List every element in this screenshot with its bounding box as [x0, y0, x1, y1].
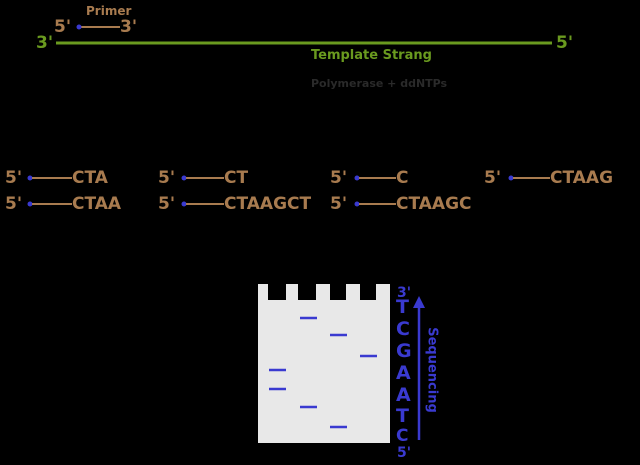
- template-five-prime: 5': [556, 33, 574, 53]
- fragment-seq: CTA: [72, 168, 108, 188]
- gel-base: C: [396, 426, 409, 446]
- fragment-dot: [181, 175, 187, 181]
- fragment-prime: 5': [158, 194, 176, 214]
- fragment-prime: 5': [330, 194, 348, 214]
- fragment-seq: CTAAGCT: [224, 194, 312, 214]
- fragment-dot: [508, 175, 514, 181]
- fragment-prime: 5': [5, 168, 23, 188]
- gel-read-bottom: 5': [397, 445, 412, 461]
- fragment-seq: C: [396, 168, 409, 188]
- fragment-dot: [27, 201, 33, 207]
- fragment-prime: 5': [5, 194, 23, 214]
- fragment-dot: [354, 175, 360, 181]
- fragment-prime: 5': [158, 168, 176, 188]
- fragment-seq: CT: [224, 168, 249, 188]
- template-label: Template Strang: [311, 48, 432, 63]
- fragment-dot: [354, 201, 360, 207]
- fragment-seq: CTAA: [72, 194, 122, 214]
- fragment-dot: [27, 175, 33, 181]
- gel: [258, 284, 390, 443]
- fragment-prime: 5': [330, 168, 348, 188]
- fragment-seq: CTAAGC: [396, 194, 472, 214]
- arrow-head: [413, 296, 425, 308]
- gel-base: G: [396, 340, 412, 362]
- fragment-seq: CTAAG: [550, 168, 614, 188]
- primer-dot: [76, 24, 82, 30]
- gel-read-top: 3': [397, 285, 412, 301]
- template-three-prime: 3': [36, 33, 54, 53]
- fragment-dot: [181, 201, 187, 207]
- gel-base: T: [396, 296, 409, 318]
- primer-five-prime: 5': [54, 17, 72, 37]
- sequencing-label: Sequencing: [424, 327, 440, 413]
- gel-base: A: [396, 362, 411, 384]
- fragment-prime: 5': [484, 168, 502, 188]
- polymerase-label: Polymerase + ddNTPs: [311, 77, 448, 90]
- primer-three-prime: 3': [120, 17, 138, 37]
- gel-base: T: [396, 405, 409, 427]
- gel-base: C: [396, 318, 410, 340]
- gel-base: A: [396, 384, 411, 406]
- primer-title: Primer: [86, 4, 132, 18]
